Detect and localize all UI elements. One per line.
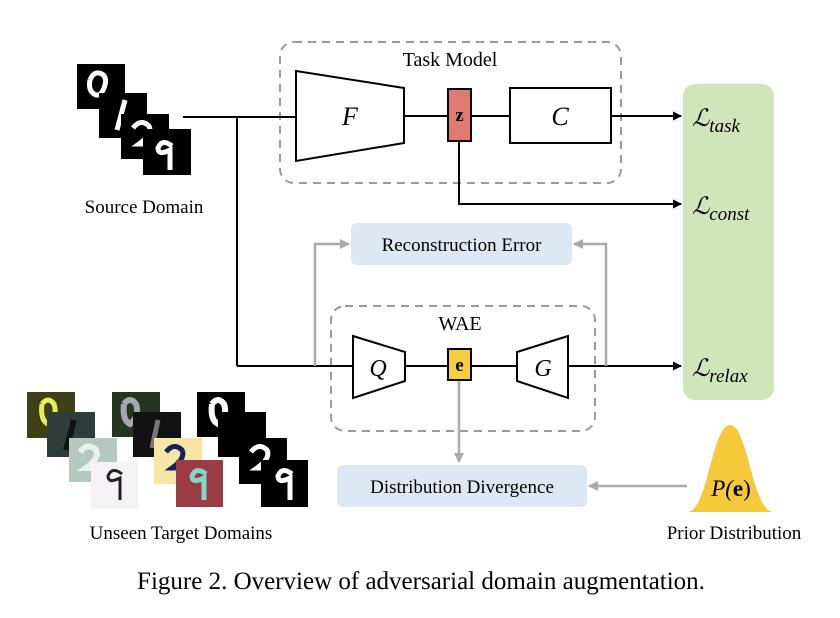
prior-distribution-label: Prior Distribution: [667, 523, 802, 544]
gray-connectors: [313, 239, 687, 491]
loss-const-subscript: const: [709, 204, 750, 225]
loss-relax: ℒrelax: [692, 356, 748, 387]
distribution-divergence-box: Distribution Divergence: [337, 465, 587, 507]
classifier-c: C: [509, 87, 612, 144]
unseen-target-domains-label: Unseen Target Domains: [90, 523, 273, 544]
task-model-label: Task Model: [403, 49, 498, 71]
svg-text:ℒtask: ℒtask: [692, 106, 740, 137]
reconstruction-error-box: Reconstruction Error: [351, 223, 572, 265]
prior-formula: P(e): [710, 476, 751, 501]
wae-label: WAE: [438, 313, 481, 335]
figure-caption: Figure 2. Overview of adversarial domain…: [137, 568, 705, 595]
encoder-f: F: [295, 69, 405, 163]
wae-container: [330, 305, 596, 432]
decoder-g: G: [516, 334, 569, 400]
classifier-c-label: C: [551, 102, 569, 131]
source-digit-images: [77, 64, 191, 175]
encoder-q: Q: [352, 334, 406, 400]
target-digit-images: [27, 392, 308, 509]
loss-relax-symbol: ℒ: [692, 356, 710, 382]
distribution-divergence-label: Distribution Divergence: [370, 477, 554, 498]
source-domain-label: Source Domain: [85, 197, 204, 218]
loss-relax-subscript: relax: [709, 366, 748, 387]
encoder-q-label: Q: [369, 356, 386, 382]
latent-z-label: z: [455, 105, 464, 126]
loss-task: ℒtask: [692, 106, 740, 137]
svg-text:ℒrelax: ℒrelax: [692, 356, 748, 387]
loss-task-symbol: ℒ: [692, 106, 710, 132]
reconstruction-error-label: Reconstruction Error: [382, 235, 543, 256]
black-connectors: [183, 111, 682, 371]
prior-distribution: P(e): [688, 425, 773, 512]
latent-z: z: [447, 88, 472, 142]
latent-e: e: [447, 348, 472, 381]
svg-text:ℒconst: ℒconst: [692, 194, 750, 225]
task-model-container: [279, 41, 622, 184]
loss-panel: [683, 84, 774, 400]
decoder-g-label: G: [534, 356, 551, 382]
latent-e-label: e: [455, 355, 463, 376]
loss-const: ℒconst: [692, 194, 750, 225]
encoder-f-label: F: [341, 102, 359, 131]
loss-const-symbol: ℒ: [692, 194, 710, 220]
loss-task-subscript: task: [709, 116, 740, 137]
